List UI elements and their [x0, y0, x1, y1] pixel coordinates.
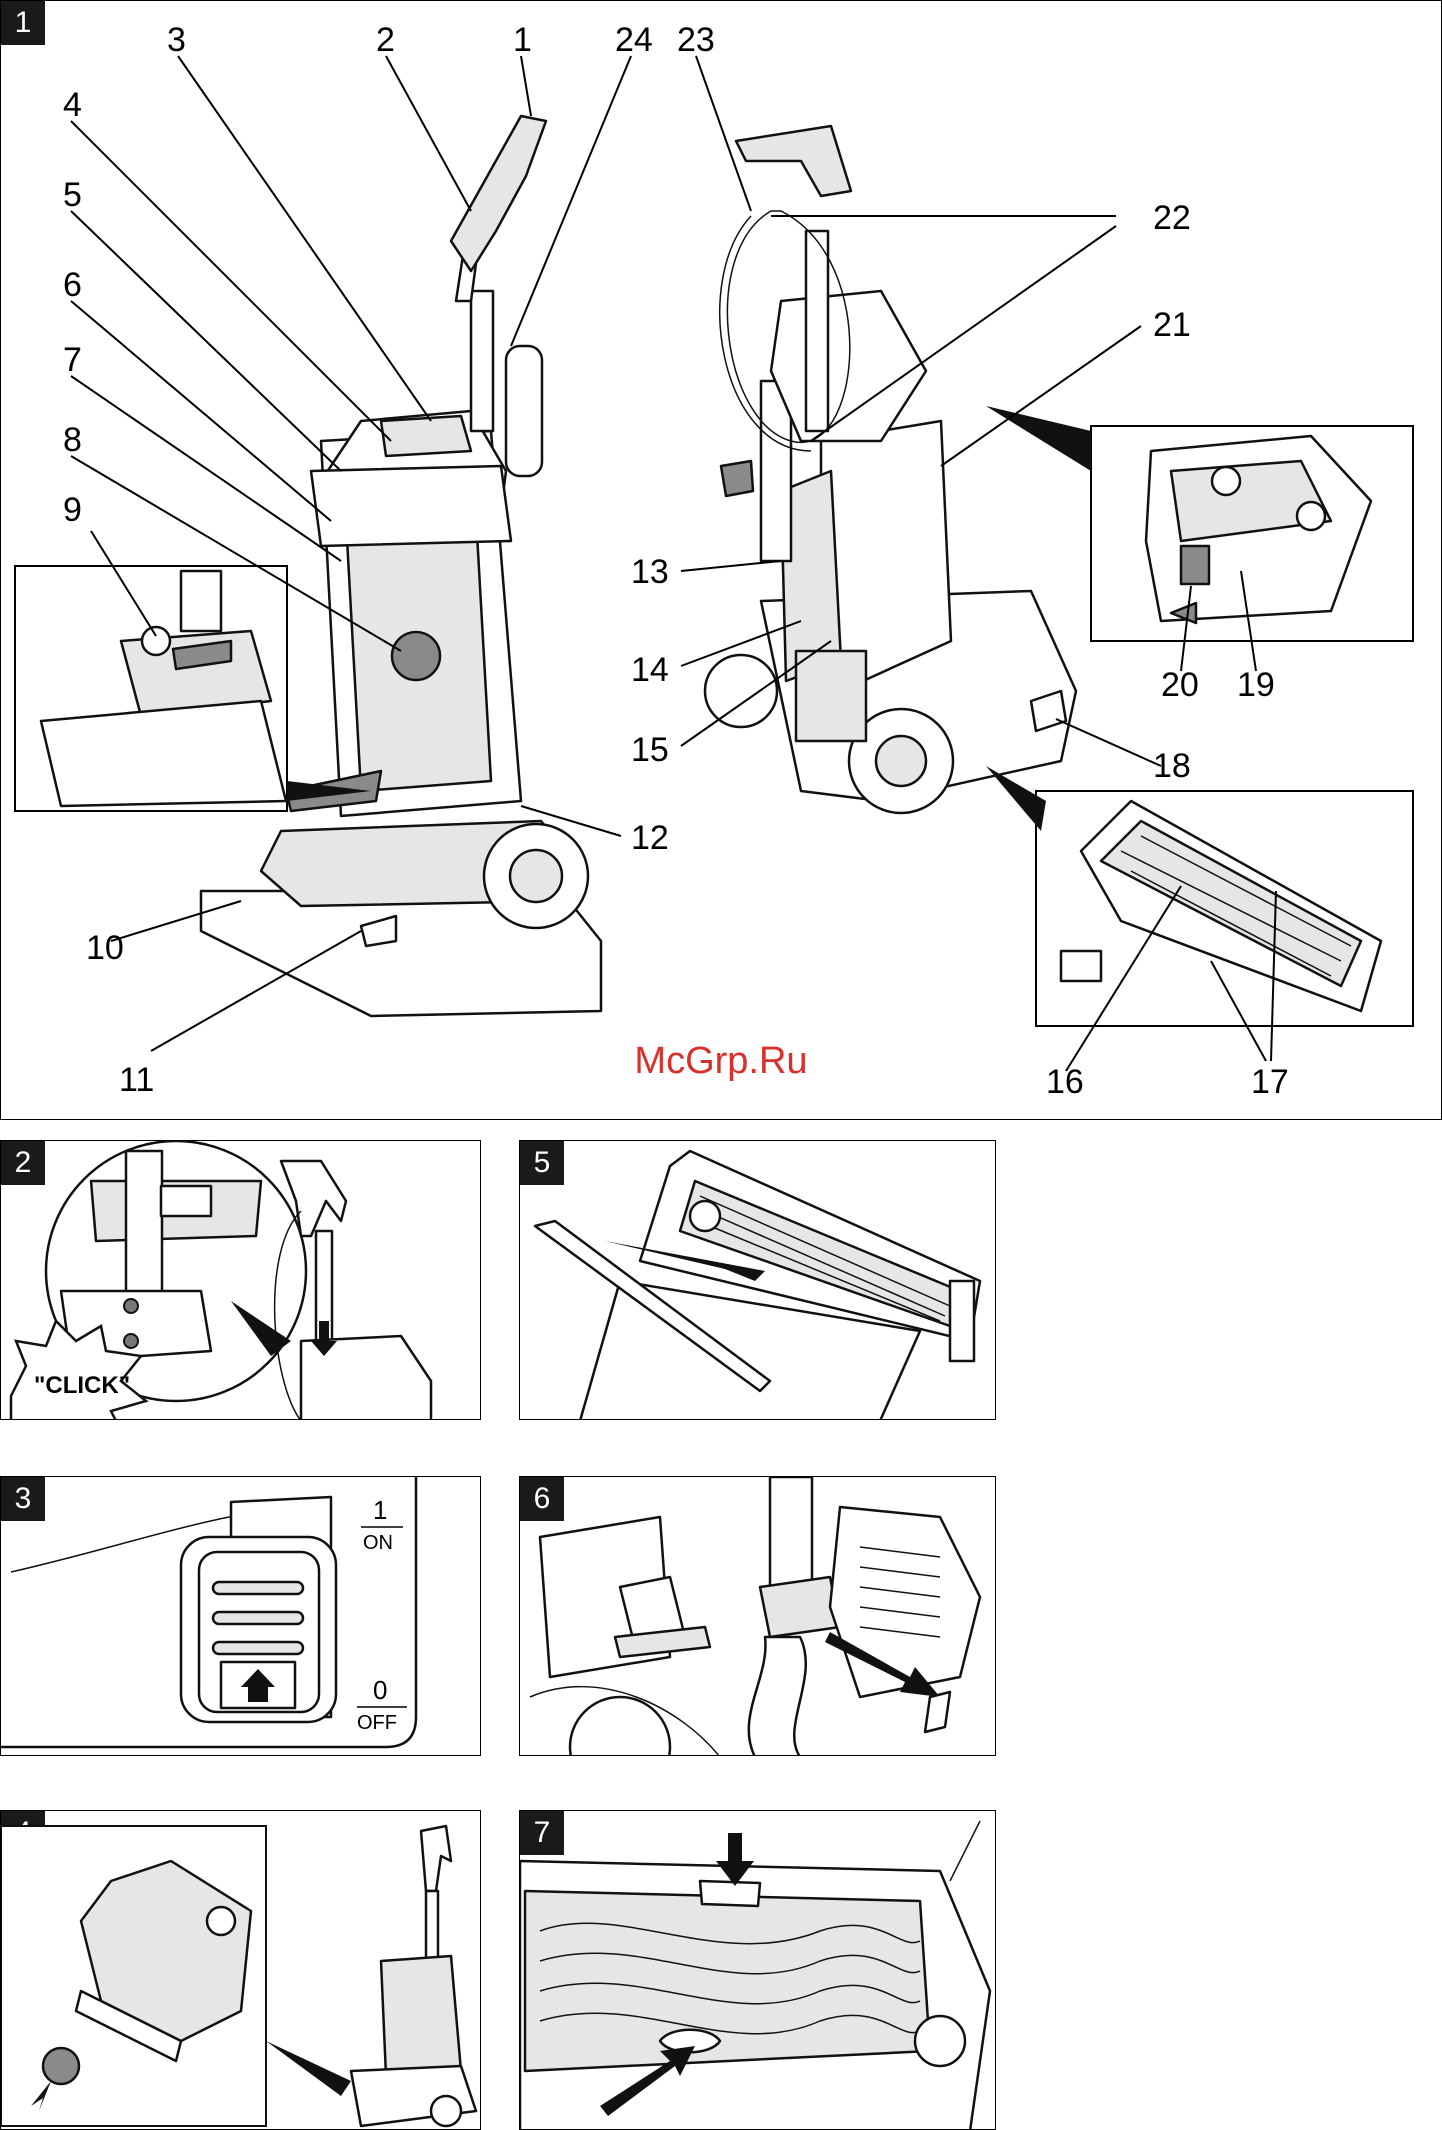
callout-15: 15 [631, 731, 669, 769]
figure-6-panel: 6 [519, 1476, 996, 1756]
callout-20: 20 [1161, 666, 1199, 704]
switch-off-number: 0 [373, 1675, 387, 1705]
figure-3-illustration: 1 ON 0 OFF [1, 1477, 481, 1756]
callout-24: 24 [615, 21, 653, 59]
callout-7: 7 [63, 341, 82, 379]
vacuum-rear-view [705, 126, 1076, 813]
figure-6-illustration [520, 1477, 996, 1756]
callout-23: 23 [677, 21, 715, 59]
inset-tank-detail [15, 566, 287, 811]
callout-13: 13 [631, 553, 669, 591]
figure-2-illustration: "CLICK" [1, 1141, 481, 1420]
callout-22: 22 [1153, 199, 1191, 237]
callout-14: 14 [631, 651, 669, 689]
watermark: McGrp.Ru [0, 1040, 1442, 1083]
callout-1: 1 [513, 21, 532, 59]
switch-off-label: OFF [357, 1712, 397, 1734]
callout-18: 18 [1153, 747, 1191, 785]
callout-8: 8 [63, 421, 82, 459]
switch-on-number: 1 [373, 1495, 387, 1525]
callout-12: 12 [631, 819, 669, 857]
figure-1-panel: 1 [0, 0, 1442, 1120]
figure-1-illustration: 1 2 3 4 5 6 7 8 9 10 11 12 13 14 15 16 1… [1, 1, 1442, 1120]
inset-brush-detail [1036, 791, 1413, 1026]
figure-4-illustration [1, 1811, 481, 2130]
figure-7-illustration [520, 1811, 996, 2130]
figure-5-illustration [520, 1141, 996, 1420]
figure-5-panel: 5 [519, 1140, 996, 1420]
callout-21: 21 [1153, 306, 1191, 344]
inset-lid-detail [1091, 426, 1413, 641]
callout-19: 19 [1237, 666, 1275, 704]
callout-9: 9 [63, 491, 82, 529]
figure-3-panel: 3 1 ON 0 OFF [0, 1476, 481, 1756]
figure-2-panel: 2 "CLICK" [0, 1140, 481, 1420]
callout-3: 3 [167, 21, 186, 59]
click-label: "CLICK" [34, 1372, 130, 1399]
figure-7-panel: 7 [519, 1810, 996, 2130]
callout-6: 6 [63, 266, 82, 304]
figure-4-panel: 4 [0, 1810, 481, 2130]
callout-5: 5 [63, 176, 82, 214]
callout-4: 4 [63, 86, 82, 124]
callout-2: 2 [376, 21, 395, 59]
switch-on-label: ON [363, 1532, 393, 1554]
callout-10: 10 [86, 929, 124, 967]
